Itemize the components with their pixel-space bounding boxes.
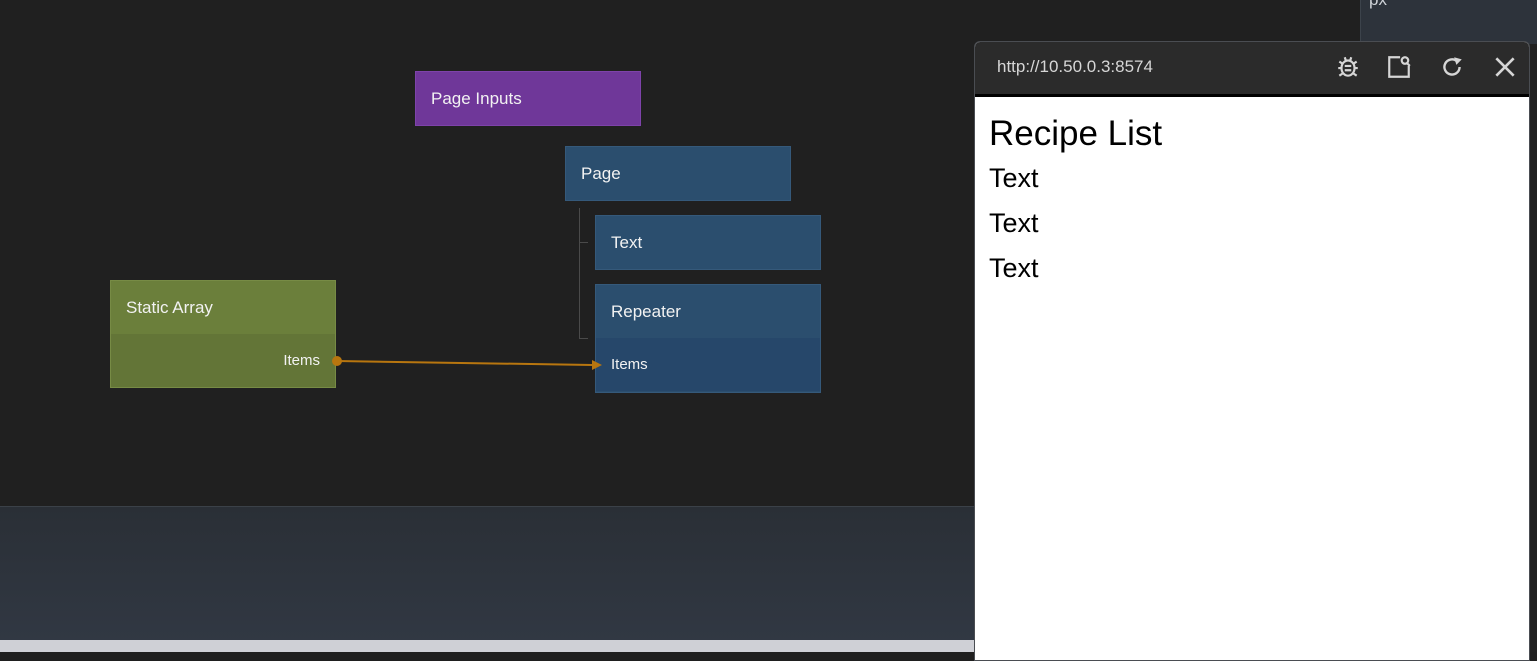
node-repeater[interactable]: Repeater Items [595,284,821,393]
preview-title: Recipe List [989,114,1163,153]
node-page-inputs[interactable]: Page Inputs [415,71,641,126]
hierarchy-tick [579,338,588,339]
node-title: Page Inputs [431,89,522,108]
hierarchy-line [579,208,580,339]
node-static-array[interactable]: Static Array Items [110,280,336,388]
list-item: Text [989,208,1039,238]
preview-url[interactable]: http://10.50.0.3:8574 [997,57,1153,76]
refresh-icon[interactable] [1439,54,1465,80]
node-title: Text [611,233,643,252]
hierarchy-tick [579,242,588,243]
property-panel-fragment: px [1360,0,1537,44]
preview-toolbar: http://10.50.0.3:8574 [975,42,1529,97]
preview-window[interactable]: http://10.50.0.3:8574 [974,41,1530,661]
bug-icon[interactable] [1335,54,1361,80]
node-title: Page [581,164,621,183]
node-page[interactable]: Page [565,146,791,201]
list-item: Text [989,253,1039,283]
list-item: Text [989,163,1039,193]
input-port-items[interactable]: Items [596,338,820,391]
node-text[interactable]: Text [595,215,821,270]
bottom-strip [0,640,975,652]
node-title: Static Array [126,298,213,317]
close-icon[interactable] [1492,54,1518,80]
preview-content: Recipe List Text Text Text [989,108,1162,291]
output-port-items[interactable]: Items [111,334,335,387]
open-external-icon[interactable] [1386,54,1412,80]
node-title: Repeater [611,302,681,321]
connection-items[interactable] [336,360,593,366]
bottom-panel [0,506,975,641]
unit-label: px [1369,0,1387,10]
